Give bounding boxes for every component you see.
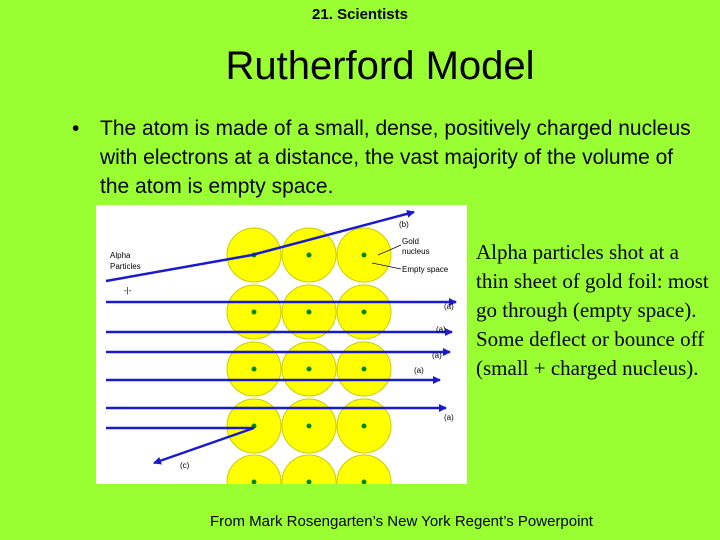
caption-text: Alpha particles shot at a thin sheet of … [476,240,709,380]
alpha-path-c [106,426,255,465]
alpha-path-b [105,209,415,283]
gold-nucleus [361,309,367,315]
gold-nucleus [251,479,257,485]
gold-nucleus [361,366,367,372]
gold-nucleus [361,423,367,429]
label-gold: Gold [402,237,419,246]
label-path-b: (b) [399,220,409,229]
gold-foil-svg: Alpha Particles -|- (b) Gold nucleus Emp… [105,209,457,510]
bullet-marker: • [72,117,80,140]
label-empty-space: Empty space [402,265,449,274]
pointer-nucleus [377,244,402,256]
gold-nucleus [306,479,312,485]
bullet-point: • The atom is made of a small, dense, po… [72,114,692,201]
label-path-a1: (a) [444,302,454,311]
gold-foil-diagram: Alpha Particles -|- (b) Gold nucleus Emp… [96,205,467,510]
gold-nucleus [361,479,367,485]
label-path-a3: (a) [432,351,442,360]
gold-nucleus [361,252,367,258]
credit-text: From Mark Rosengarten’s New York Regent’… [210,513,593,530]
alpha-paths [105,209,457,465]
label-nucleus: nucleus [402,247,430,256]
gold-atom-grid [226,227,392,510]
gold-nucleus [306,423,312,429]
label-path-c: (c) [180,461,190,470]
label-particles: Particles [110,262,141,271]
label-path-a4: (a) [414,366,424,375]
gold-nucleus [251,366,257,372]
pointer-empty [371,262,402,270]
gold-nucleus [306,252,312,258]
source-marker: -|- [124,286,132,295]
slide-header: 21. Scientists [312,6,408,23]
label-path-a5: (a) [444,413,454,422]
gold-nucleus [306,309,312,315]
slide-title: Rutherford Model [225,44,535,88]
label-path-a2: (a) [436,325,446,334]
bullet-text: The atom is made of a small, dense, posi… [100,117,691,198]
gold-nucleus [306,366,312,372]
label-alpha: Alpha [110,251,131,260]
gold-nucleus [251,309,257,315]
